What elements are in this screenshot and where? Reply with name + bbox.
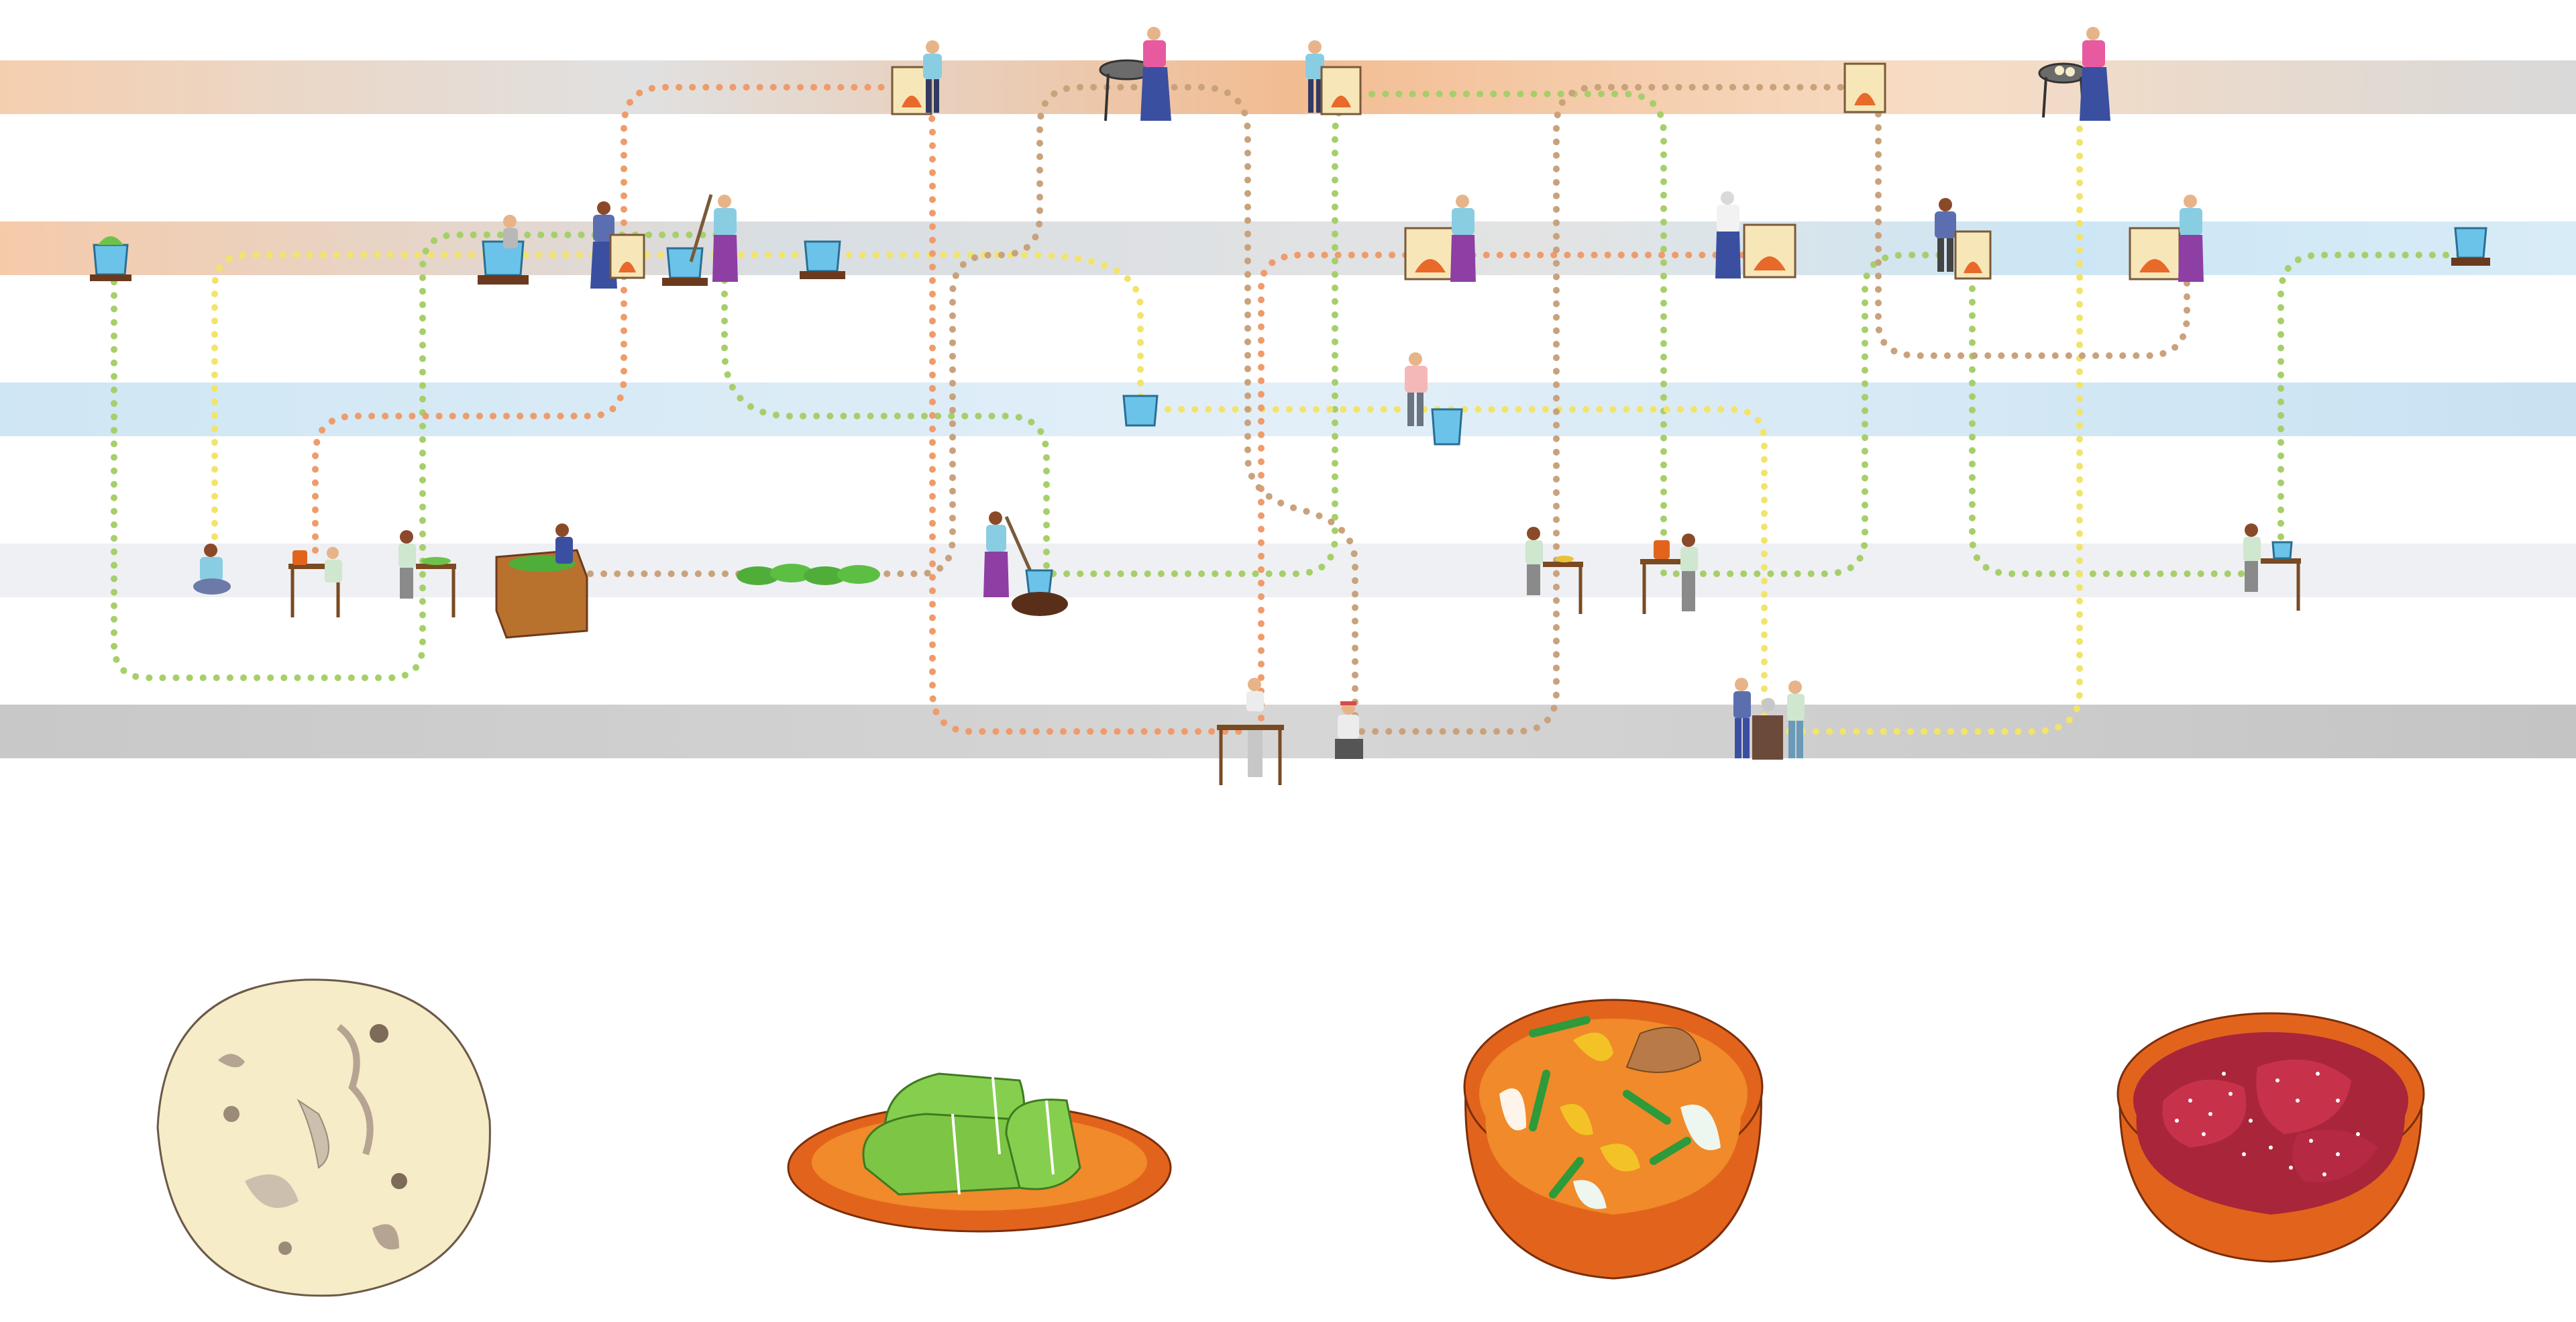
clay-oven-icon bbox=[2129, 227, 2181, 281]
cook-figure-icon bbox=[2080, 27, 2110, 121]
process-routes bbox=[111, 84, 2472, 735]
work-table-icon bbox=[288, 547, 342, 617]
work-table-icon bbox=[1217, 678, 1284, 785]
dishes-row bbox=[156, 978, 2425, 1297]
grinding-stone-icon bbox=[983, 511, 1068, 616]
caldo-bowl-icon bbox=[1463, 999, 1764, 1280]
work-table-icon bbox=[1525, 527, 1583, 614]
stone-band bbox=[0, 705, 2576, 758]
work-table-icon bbox=[398, 530, 456, 617]
leaf-bundle-icon bbox=[737, 564, 880, 585]
cook-figure-icon bbox=[1140, 27, 1171, 121]
cook-figure-icon bbox=[193, 544, 231, 595]
wood-stove-icon bbox=[800, 240, 845, 279]
metal-pot-icon bbox=[90, 236, 131, 281]
cook-figure-icon bbox=[689, 194, 738, 282]
tortilla-icon bbox=[156, 978, 491, 1297]
route-green bbox=[111, 232, 1050, 681]
cook-figure-icon bbox=[1335, 701, 1363, 759]
metal-pot-icon bbox=[1431, 408, 1463, 446]
work-table-icon bbox=[2243, 523, 2301, 611]
cook-figure-icon bbox=[1715, 191, 1741, 278]
cook-figure-icon bbox=[1450, 195, 1476, 282]
route-green bbox=[2277, 252, 2472, 540]
mole-bowl-icon bbox=[2116, 1012, 2425, 1263]
clay-oven-icon bbox=[609, 234, 645, 279]
route-brown bbox=[1358, 84, 1855, 735]
wood-stove-icon bbox=[478, 215, 529, 285]
metal-pot-icon bbox=[1122, 395, 1159, 427]
wood-stove-icon bbox=[662, 247, 708, 286]
metal-pot-icon bbox=[2451, 227, 2490, 266]
cook-figure-icon bbox=[2178, 195, 2204, 282]
cook-figure-icon bbox=[1405, 352, 1428, 426]
route-brown bbox=[587, 84, 1358, 721]
fire-band bbox=[0, 60, 2576, 114]
clay-oven-icon bbox=[1404, 227, 1456, 281]
route-green bbox=[1969, 272, 2251, 577]
clay-oven-icon bbox=[1954, 230, 1992, 280]
route-orange bbox=[312, 84, 1258, 735]
route-yellow bbox=[211, 117, 2083, 735]
tamales-icon bbox=[787, 1072, 1172, 1233]
clay-oven-icon bbox=[1843, 62, 1886, 113]
clay-oven-icon bbox=[1743, 223, 1796, 278]
cook-figure-icon bbox=[1733, 678, 1805, 760]
cook-figure-icon bbox=[923, 40, 942, 113]
clay-oven-icon bbox=[1320, 66, 1362, 115]
route-brown bbox=[1875, 111, 2190, 359]
route-green bbox=[1050, 91, 1949, 577]
cook-figure-icon bbox=[1935, 198, 1956, 272]
cook-figure-icon bbox=[1305, 40, 1324, 113]
wooden-box-icon bbox=[495, 523, 588, 639]
table-band bbox=[0, 544, 2576, 597]
route-orange bbox=[1258, 252, 1761, 721]
work-table-icon bbox=[1640, 533, 1698, 614]
stations bbox=[90, 27, 2490, 785]
